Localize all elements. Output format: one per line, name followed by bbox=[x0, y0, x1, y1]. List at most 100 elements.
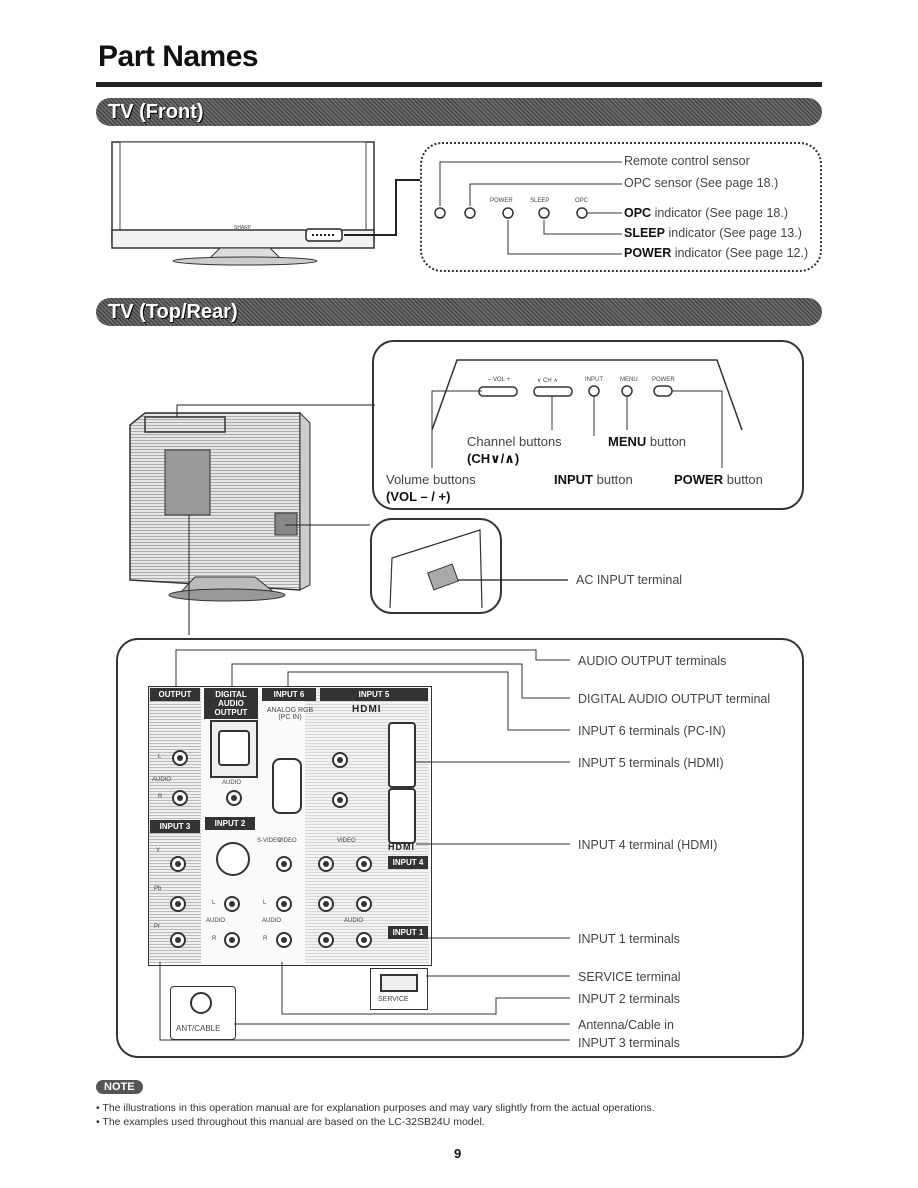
video-label: VIDEO bbox=[278, 838, 297, 844]
ant-cable-port[interactable] bbox=[190, 992, 212, 1014]
output-tag: OUTPUT bbox=[150, 688, 200, 701]
input1-tag: INPUT 1 bbox=[388, 926, 428, 939]
input1-pr-jack[interactable] bbox=[318, 932, 334, 948]
top-label-vol: – VOL + bbox=[488, 377, 510, 383]
input1-audio-l-jack[interactable] bbox=[356, 896, 372, 912]
input2-l-label: L bbox=[263, 900, 267, 906]
input2-r-label: R bbox=[263, 936, 268, 942]
optical-port-inner bbox=[218, 730, 250, 766]
callout-input2: INPUT 2 terminals bbox=[578, 992, 680, 1006]
section-heading-rear: TV (Top/Rear) bbox=[96, 298, 822, 326]
top-buttons-diagram bbox=[431, 359, 743, 468]
input3-r-label: R bbox=[212, 936, 217, 942]
note-item: • The examples used throughout this manu… bbox=[96, 1116, 485, 1128]
input2-audio-label: AUDIO bbox=[262, 918, 282, 924]
input3-l-label: L bbox=[212, 900, 216, 906]
input2-audio-l-jack[interactable] bbox=[276, 896, 292, 912]
input2-audio-r-jack[interactable] bbox=[276, 932, 292, 948]
volume-buttons-label: Volume buttons bbox=[386, 472, 476, 487]
volume-buttons-code: (VOL – / +) bbox=[386, 489, 451, 504]
input1-pb-jack[interactable] bbox=[318, 896, 334, 912]
audio-output-audio-label: AUDIO bbox=[152, 777, 172, 783]
input6-tag: INPUT 6 bbox=[262, 688, 316, 701]
callout-input3: INPUT 3 terminals bbox=[578, 1036, 680, 1050]
channel-buttons-label: Channel buttons bbox=[467, 434, 562, 449]
note-icon: NOTE bbox=[96, 1080, 143, 1094]
hdmi-port-input5 bbox=[388, 722, 416, 788]
tv-rear-illustration bbox=[129, 404, 375, 635]
service-port[interactable] bbox=[380, 974, 418, 992]
callout-input1: INPUT 1 terminals bbox=[578, 932, 680, 946]
front-callout-lines bbox=[434, 161, 622, 255]
callout-digital-audio-output: DIGITAL AUDIO OUTPUT terminal bbox=[578, 692, 771, 706]
callout-audio-output: AUDIO OUTPUT terminals bbox=[578, 654, 727, 668]
hdmi-logo-top: HDMI bbox=[352, 704, 382, 715]
ac-input-detail-box bbox=[370, 518, 502, 614]
input5-audio-r-jack[interactable] bbox=[332, 792, 348, 808]
input1-audio-r-jack[interactable] bbox=[356, 932, 372, 948]
front-detail-box bbox=[420, 142, 822, 272]
input3-tag: INPUT 3 bbox=[150, 820, 200, 833]
note-item: • The illustrations in this operation ma… bbox=[96, 1102, 655, 1114]
digital-audio-output-tag: DIGITAL AUDIO OUTPUT bbox=[204, 688, 258, 719]
notes-list: • The illustrations in this operation ma… bbox=[96, 1101, 816, 1129]
tv-brand-logo: SHARP bbox=[234, 225, 252, 231]
input3-pr-label: Pr bbox=[154, 924, 160, 930]
top-label-power: POWER bbox=[652, 377, 675, 383]
terminals-detail-box bbox=[116, 638, 804, 1058]
service-port-label: SERVICE bbox=[378, 996, 409, 1003]
callout-opc-sensor: OPC sensor (See page 18.) bbox=[624, 176, 779, 190]
top-label-input: INPUT bbox=[585, 377, 603, 383]
input3-audio-label: AUDIO bbox=[206, 918, 226, 924]
input3-pb-label: Pb bbox=[154, 886, 162, 892]
top-buttons-detail-box bbox=[372, 340, 804, 510]
top-label-menu: MENU bbox=[620, 377, 638, 383]
input3-audio-l-jack[interactable] bbox=[224, 896, 240, 912]
ant-cable-label: ANT/CABLE bbox=[176, 1024, 221, 1033]
callout-input5: INPUT 5 terminals (HDMI) bbox=[578, 756, 724, 770]
input2-tag: INPUT 2 bbox=[205, 817, 255, 830]
callout-antenna-cable: Antenna/Cable in bbox=[578, 1018, 674, 1032]
input3-y-jack[interactable] bbox=[170, 856, 186, 872]
input1-video-jack[interactable] bbox=[356, 856, 372, 872]
svideo-label: S-VIDEO bbox=[257, 838, 282, 844]
ac-input-label: AC INPUT terminal bbox=[576, 573, 683, 587]
input-button-label: INPUT button bbox=[554, 472, 633, 487]
top-label-ch: ∨ CH ∧ bbox=[537, 378, 558, 384]
indicator-opc-label: OPC bbox=[575, 198, 589, 204]
callout-remote-sensor: Remote control sensor bbox=[624, 154, 750, 168]
svideo-port[interactable] bbox=[216, 842, 250, 876]
terminal-callout-lines bbox=[159, 649, 570, 1041]
callout-sleep-indicator: SLEEP indicator (See page 13.) bbox=[624, 226, 802, 240]
analog-rgb-label: ANALOG RGB (PC IN) bbox=[266, 707, 314, 721]
callout-opc-indicator: OPC indicator (See page 18.) bbox=[624, 206, 788, 220]
audio-output-r-label: R bbox=[158, 794, 163, 800]
menu-button-label: MENU button bbox=[608, 434, 687, 449]
input3-pb-jack[interactable] bbox=[170, 896, 186, 912]
channel-buttons-code: (CH∨/∧) bbox=[467, 451, 520, 466]
input2-video-jack[interactable] bbox=[276, 856, 292, 872]
input3-audio-r-jack[interactable] bbox=[224, 932, 240, 948]
input5-tag: INPUT 5 bbox=[320, 688, 428, 701]
ac-input-diagram bbox=[389, 529, 568, 609]
hdmi-port-input4 bbox=[388, 788, 416, 844]
input3-pr-jack[interactable] bbox=[170, 932, 186, 948]
indicator-power-label: POWER bbox=[490, 198, 513, 204]
section-heading-front: TV (Front) bbox=[96, 98, 822, 126]
vga-port bbox=[272, 758, 302, 814]
callout-input4: INPUT 4 terminal (HDMI) bbox=[578, 838, 718, 852]
input4-tag: INPUT 4 bbox=[388, 856, 428, 869]
callout-power-indicator: POWER indicator (See page 12.) bbox=[624, 246, 809, 260]
input1-y-jack[interactable] bbox=[318, 856, 334, 872]
input5-audio-l-jack[interactable] bbox=[332, 752, 348, 768]
hdmi-logo-bottom: HDMI bbox=[388, 842, 415, 852]
input6-audio-jack[interactable] bbox=[226, 790, 242, 806]
audio-output-l-label: L bbox=[158, 754, 162, 760]
indicator-sleep-label: SLEEP bbox=[530, 198, 550, 204]
page-number: 9 bbox=[454, 1146, 462, 1161]
audio-output-l-jack[interactable] bbox=[172, 750, 188, 766]
input3-y-label: Y bbox=[156, 848, 161, 854]
audio-output-r-jack[interactable] bbox=[172, 790, 188, 806]
callout-service: SERVICE terminal bbox=[578, 970, 681, 984]
title-rule bbox=[96, 82, 822, 87]
